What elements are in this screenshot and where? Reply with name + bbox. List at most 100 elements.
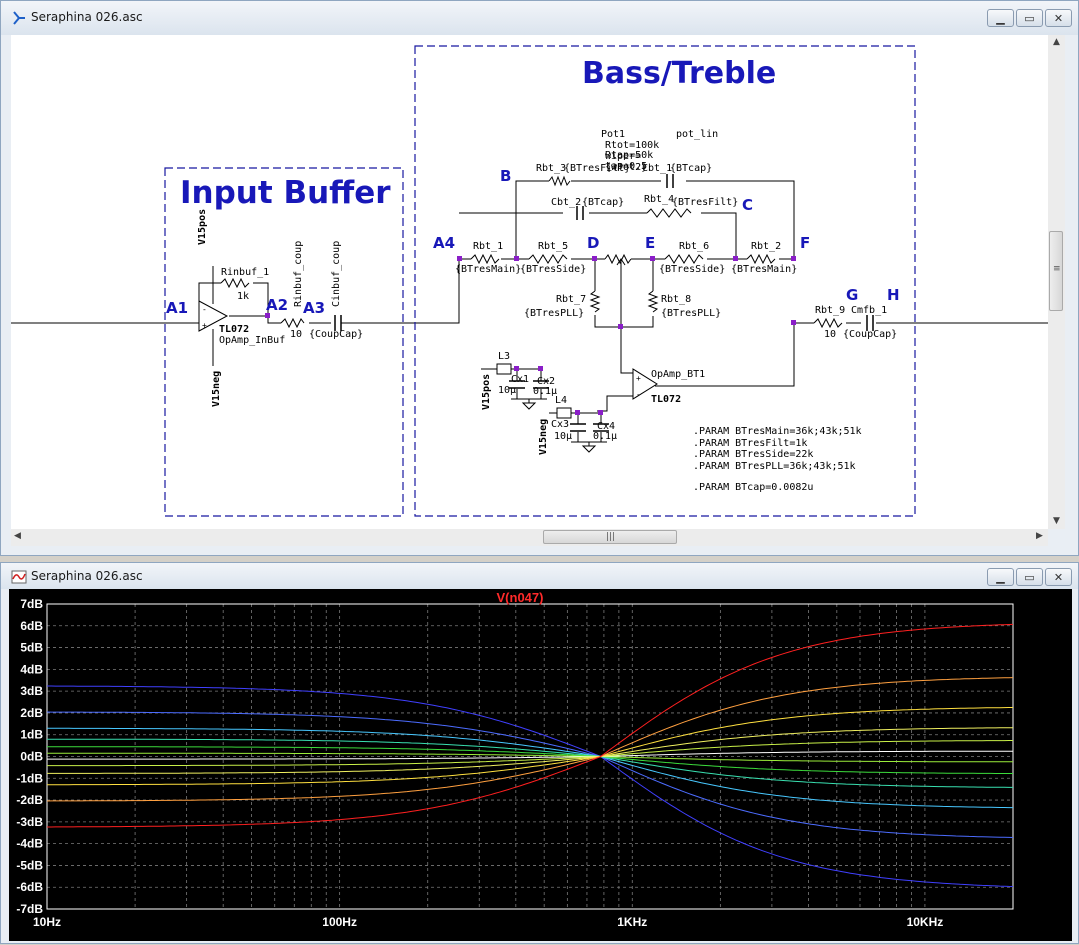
schematic-window: Seraphina 026.asc ▁ ▭ ✕ [0, 0, 1079, 556]
node-label-a3: A3 [303, 299, 326, 317]
node-label-d: D [587, 234, 600, 252]
label-v15pos-top: V15pos [197, 208, 208, 245]
y-tick-label: -2dB [16, 793, 43, 807]
label-cinbuf-coup-val: {CoupCap} [309, 329, 364, 340]
label-rbt-3: Rbt_3 [536, 163, 567, 174]
y-tick-label: 6dB [20, 619, 43, 633]
param-line: .PARAM BTresMain=36k;43k;51k [693, 426, 862, 437]
trace-line [47, 727, 1013, 809]
y-tick-label: 3dB [20, 684, 43, 698]
label-rbt-1-val: {BTresMain} [455, 264, 522, 275]
schematic-vertical-scrollbar[interactable]: ▲ ≡ ▼ [1048, 35, 1065, 529]
schematic-titlebar[interactable]: Seraphina 026.asc ▁ ▭ ✕ [1, 1, 1078, 35]
y-tick-label: -7dB [16, 902, 43, 916]
label-cmfb-1: Cmfb_1 [851, 305, 888, 316]
label-v15neg-bot: V15neg [538, 418, 549, 455]
y-tick-label: -6dB [16, 880, 43, 894]
scroll-down-icon[interactable]: ▼ [1053, 516, 1060, 526]
label-cx1: Cx1 [511, 374, 530, 385]
y-tick-label: 0dB [20, 750, 43, 764]
close-icon: ✕ [1053, 11, 1064, 25]
maximize-button[interactable]: ▭ [1016, 9, 1043, 27]
label-cx3-val: 10µ [554, 431, 573, 442]
y-tick-label: 1dB [20, 728, 43, 742]
label-cx2: Cx2 [537, 376, 556, 387]
y-tick-label: 7dB [20, 597, 43, 611]
node-label-g: G [846, 286, 859, 304]
svg-text:+: + [636, 374, 641, 383]
y-tick-label: -5dB [16, 858, 43, 872]
trace-line [47, 738, 1013, 788]
label-rtap: Rtap=50k tap=0.5 [605, 150, 654, 172]
grip-icon: ≡ [1053, 264, 1061, 274]
label-tl072-1: TL072 [219, 324, 250, 335]
label-rbt-9: Rbt_9 [815, 305, 846, 316]
close-button[interactable]: ✕ [1045, 9, 1072, 27]
trace-line [47, 750, 1013, 760]
vertical-scroll-thumb[interactable]: ≡ [1049, 231, 1063, 311]
minimize-button[interactable]: ▁ [987, 568, 1014, 586]
x-tick-label: 10KHz [907, 915, 944, 929]
horizontal-scroll-thumb[interactable]: ||| [543, 530, 677, 544]
schematic-horizontal-scrollbar[interactable]: ◀ ||| ▶ [11, 529, 1048, 546]
label-v15neg-top: V15neg [211, 370, 222, 407]
node-label-a4: A4 [433, 234, 456, 252]
close-button[interactable]: ✕ [1045, 568, 1072, 586]
label-cbt-2: Cbt_2 [551, 197, 582, 208]
x-tick-label: 1KHz [617, 915, 647, 929]
svg-text:+: + [202, 321, 207, 330]
close-icon: ✕ [1053, 570, 1064, 584]
param-line: .PARAM BTresPLL=36k;43k;51k [693, 460, 856, 472]
label-opamp-bt1: OpAmp_BT1 [651, 369, 706, 380]
trace-line [46, 711, 1014, 838]
node-label-c: C [742, 196, 754, 214]
label-cbt-2-val: {BTcap} [582, 197, 625, 208]
label-rbt-7-val: {BTresPLL} [524, 308, 585, 319]
trace-line [46, 677, 1014, 802]
label-cinbuf-coup: Cinbuf_coup [331, 240, 342, 307]
input-buffer-title: Input Buffer [180, 175, 391, 211]
label-pot1: Pot1 [601, 129, 626, 140]
trace-line [47, 727, 1014, 774]
label-rbt-3-val: {BTresFilt} [564, 163, 631, 174]
x-tick-label: 10Hz [33, 915, 61, 929]
label-l4: L4 [555, 395, 568, 406]
param-line: .PARAM BTcap=0.0082u [693, 482, 814, 493]
node-label-b: B [500, 167, 512, 185]
label-cx1-val: 10µ [498, 385, 517, 396]
label-cmfb-1-val: {CoupCap} [843, 329, 898, 340]
label-cbt-1: Cbt_1 [642, 163, 673, 174]
label-rbt-8: Rbt_8 [661, 294, 692, 305]
label-rbt-5: Rbt_5 [538, 241, 569, 252]
scroll-left-icon[interactable]: ◀ [14, 531, 21, 541]
label-rinbuf-1-val: 1k [237, 291, 250, 302]
label-opamp-inbuf: OpAmp_InBuf [219, 335, 286, 346]
label-cx2-val: 0.1µ [533, 386, 558, 397]
minimize-button[interactable]: ▁ [987, 9, 1014, 27]
bass-treble-title: Bass/Treble [582, 56, 777, 91]
bode-plot: 7dB6dB5dB4dB3dB2dB1dB0dB-1dB-2dB-3dB-4dB… [16, 590, 1014, 929]
y-tick-label: 4dB [20, 662, 43, 676]
waveform-titlebar[interactable]: Seraphina 026.asc ▁ ▭ ✕ [1, 563, 1078, 589]
schematic-drawing: - + + - [11, 45, 1048, 517]
label-l3: L3 [498, 351, 511, 362]
maximize-button[interactable]: ▭ [1016, 568, 1043, 586]
y-tick-label: 2dB [20, 706, 43, 720]
label-rbt-6: Rbt_6 [679, 241, 710, 252]
label-tl072-2: TL072 [651, 394, 682, 405]
trace-line [47, 685, 1014, 887]
node-label-a1: A1 [166, 299, 189, 317]
label-rinbuf-coup: Rinbuf_coup [293, 240, 304, 307]
param-block: .PARAM BTresMain=36k;43k;51k .PARAM BTre… [693, 426, 862, 494]
scroll-right-icon[interactable]: ▶ [1036, 531, 1043, 541]
schematic-canvas[interactable]: - + + - [11, 35, 1048, 529]
minimize-icon: ▁ [996, 570, 1005, 584]
label-cx4: Cx4 [597, 421, 616, 432]
scroll-up-icon[interactable]: ▲ [1053, 37, 1060, 47]
node-label-h: H [887, 286, 900, 304]
label-rinbuf-1: Rinbuf_1 [221, 267, 270, 278]
x-tick-label: 100Hz [322, 915, 357, 929]
label-cbt-1-val: {BTcap} [670, 163, 713, 174]
